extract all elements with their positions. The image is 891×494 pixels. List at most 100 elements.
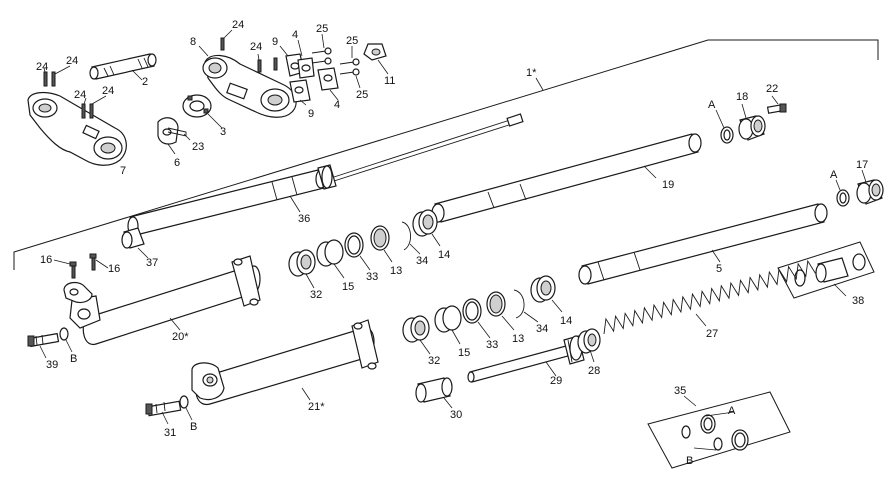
label-11: 11 bbox=[384, 75, 395, 87]
label-36: 36 bbox=[298, 213, 310, 225]
label-19: 19 bbox=[662, 179, 674, 191]
label-21: 21* bbox=[308, 401, 325, 413]
label-34-upper: 34 bbox=[416, 255, 428, 267]
label-24-b: 24 bbox=[66, 55, 78, 67]
stem-nut-3 bbox=[182, 94, 223, 129]
label-37: 37 bbox=[146, 257, 158, 269]
label-18: 18 bbox=[736, 91, 748, 103]
bolts-24-right bbox=[220, 29, 278, 73]
label-33-upper: 33 bbox=[366, 271, 378, 283]
label-A-top: A bbox=[708, 99, 716, 111]
label-4-upper: 4 bbox=[292, 29, 298, 41]
bush-37 bbox=[121, 227, 149, 259]
pin-23 bbox=[167, 127, 191, 141]
bolts-24-left bbox=[43, 65, 107, 119]
seal-13-lower bbox=[486, 291, 515, 331]
label-33-lower: 33 bbox=[486, 339, 498, 351]
callout-labels: 1* 2 3 4 4 5 6 7 8 9 9 11 13 13 14 14 15… bbox=[36, 19, 868, 467]
piston-28 bbox=[577, 328, 601, 363]
label-A-right: A bbox=[830, 169, 838, 181]
seal-13-upper bbox=[370, 225, 393, 263]
label-B-left: B bbox=[70, 353, 77, 365]
label-31: 31 bbox=[164, 427, 176, 439]
clamp-cap-20 bbox=[63, 281, 93, 304]
cap-nut-11 bbox=[363, 43, 389, 75]
cap-18 bbox=[738, 103, 766, 141]
label-14-upper: 14 bbox=[438, 249, 450, 261]
dust-seal-14-lower bbox=[530, 275, 563, 313]
label-24-f: 24 bbox=[250, 41, 262, 53]
label-13-upper: 13 bbox=[390, 265, 402, 277]
label-32-upper: 32 bbox=[310, 289, 322, 301]
label-B-lower: B bbox=[190, 421, 197, 433]
fork-leg-20 bbox=[69, 255, 261, 346]
kit-box-35 bbox=[647, 391, 791, 469]
label-24-d: 24 bbox=[102, 85, 114, 97]
clamp-9-lower bbox=[289, 79, 311, 106]
fork-leg-21 bbox=[191, 319, 379, 406]
assembly-bracket-1 bbox=[13, 39, 879, 270]
label-A-kit: A bbox=[728, 405, 736, 417]
o-ring-B-left bbox=[59, 327, 73, 353]
upper-bracket-8 bbox=[198, 45, 297, 118]
label-15-lower: 15 bbox=[458, 347, 470, 359]
label-39: 39 bbox=[46, 359, 58, 371]
label-28: 28 bbox=[588, 365, 600, 377]
label-24-e: 24 bbox=[232, 19, 244, 31]
spring-27 bbox=[603, 259, 816, 335]
seal-32-upper bbox=[288, 249, 316, 289]
inner-tube-19 bbox=[431, 133, 702, 223]
label-17: 17 bbox=[856, 159, 868, 171]
label-13-lower: 13 bbox=[512, 333, 524, 345]
label-25-b: 25 bbox=[346, 35, 358, 47]
label-14-lower: 14 bbox=[560, 315, 572, 327]
bolt-22 bbox=[766, 95, 787, 114]
label-B-kit: B bbox=[686, 455, 693, 467]
label-16-right: 16 bbox=[108, 263, 120, 275]
steering-stem-2 bbox=[89, 53, 157, 81]
axle-39 bbox=[27, 332, 60, 359]
washer-33-upper bbox=[344, 232, 371, 271]
lower-bracket-7 bbox=[27, 91, 127, 166]
label-15-upper: 15 bbox=[342, 281, 354, 293]
tube-36 bbox=[127, 113, 524, 236]
label-8: 8 bbox=[190, 36, 196, 48]
axle-31 bbox=[145, 400, 182, 425]
clamp-4-lower bbox=[317, 67, 339, 101]
label-32-lower: 32 bbox=[428, 355, 440, 367]
label-34-lower: 34 bbox=[536, 323, 548, 335]
clip-34-lower bbox=[513, 289, 539, 323]
label-35: 35 bbox=[674, 385, 686, 397]
cap-17 bbox=[856, 169, 884, 205]
o-ring-A-top bbox=[715, 109, 734, 144]
washer-33-lower bbox=[462, 298, 491, 339]
label-25-c: 25 bbox=[356, 89, 368, 101]
label-27: 27 bbox=[706, 328, 718, 340]
bolts-25 bbox=[311, 33, 361, 89]
label-22: 22 bbox=[766, 83, 778, 95]
label-16-left: 16 bbox=[40, 254, 52, 266]
label-4-lower: 4 bbox=[334, 99, 340, 111]
label-25-a: 25 bbox=[316, 23, 328, 35]
label-30: 30 bbox=[450, 409, 462, 421]
label-38: 38 bbox=[852, 295, 864, 307]
label-23: 23 bbox=[192, 141, 204, 153]
label-9-lower: 9 bbox=[308, 108, 314, 120]
label-3: 3 bbox=[220, 126, 226, 138]
bush-15-upper bbox=[316, 239, 345, 279]
label-24-c: 24 bbox=[74, 89, 86, 101]
label-29: 29 bbox=[550, 375, 562, 387]
inner-tube-5 bbox=[578, 203, 828, 285]
clamp-4-upper bbox=[297, 39, 315, 79]
label-9-upper: 9 bbox=[272, 36, 278, 48]
seal-32-lower bbox=[402, 315, 431, 355]
label-1: 1* bbox=[526, 67, 537, 79]
clip-34-upper bbox=[401, 221, 421, 255]
sleeve-30 bbox=[415, 377, 453, 409]
bolts-16 bbox=[53, 253, 109, 279]
label-6: 6 bbox=[174, 157, 180, 169]
label-7: 7 bbox=[120, 165, 126, 177]
label-5: 5 bbox=[716, 263, 722, 275]
o-ring-A-right bbox=[835, 179, 850, 207]
